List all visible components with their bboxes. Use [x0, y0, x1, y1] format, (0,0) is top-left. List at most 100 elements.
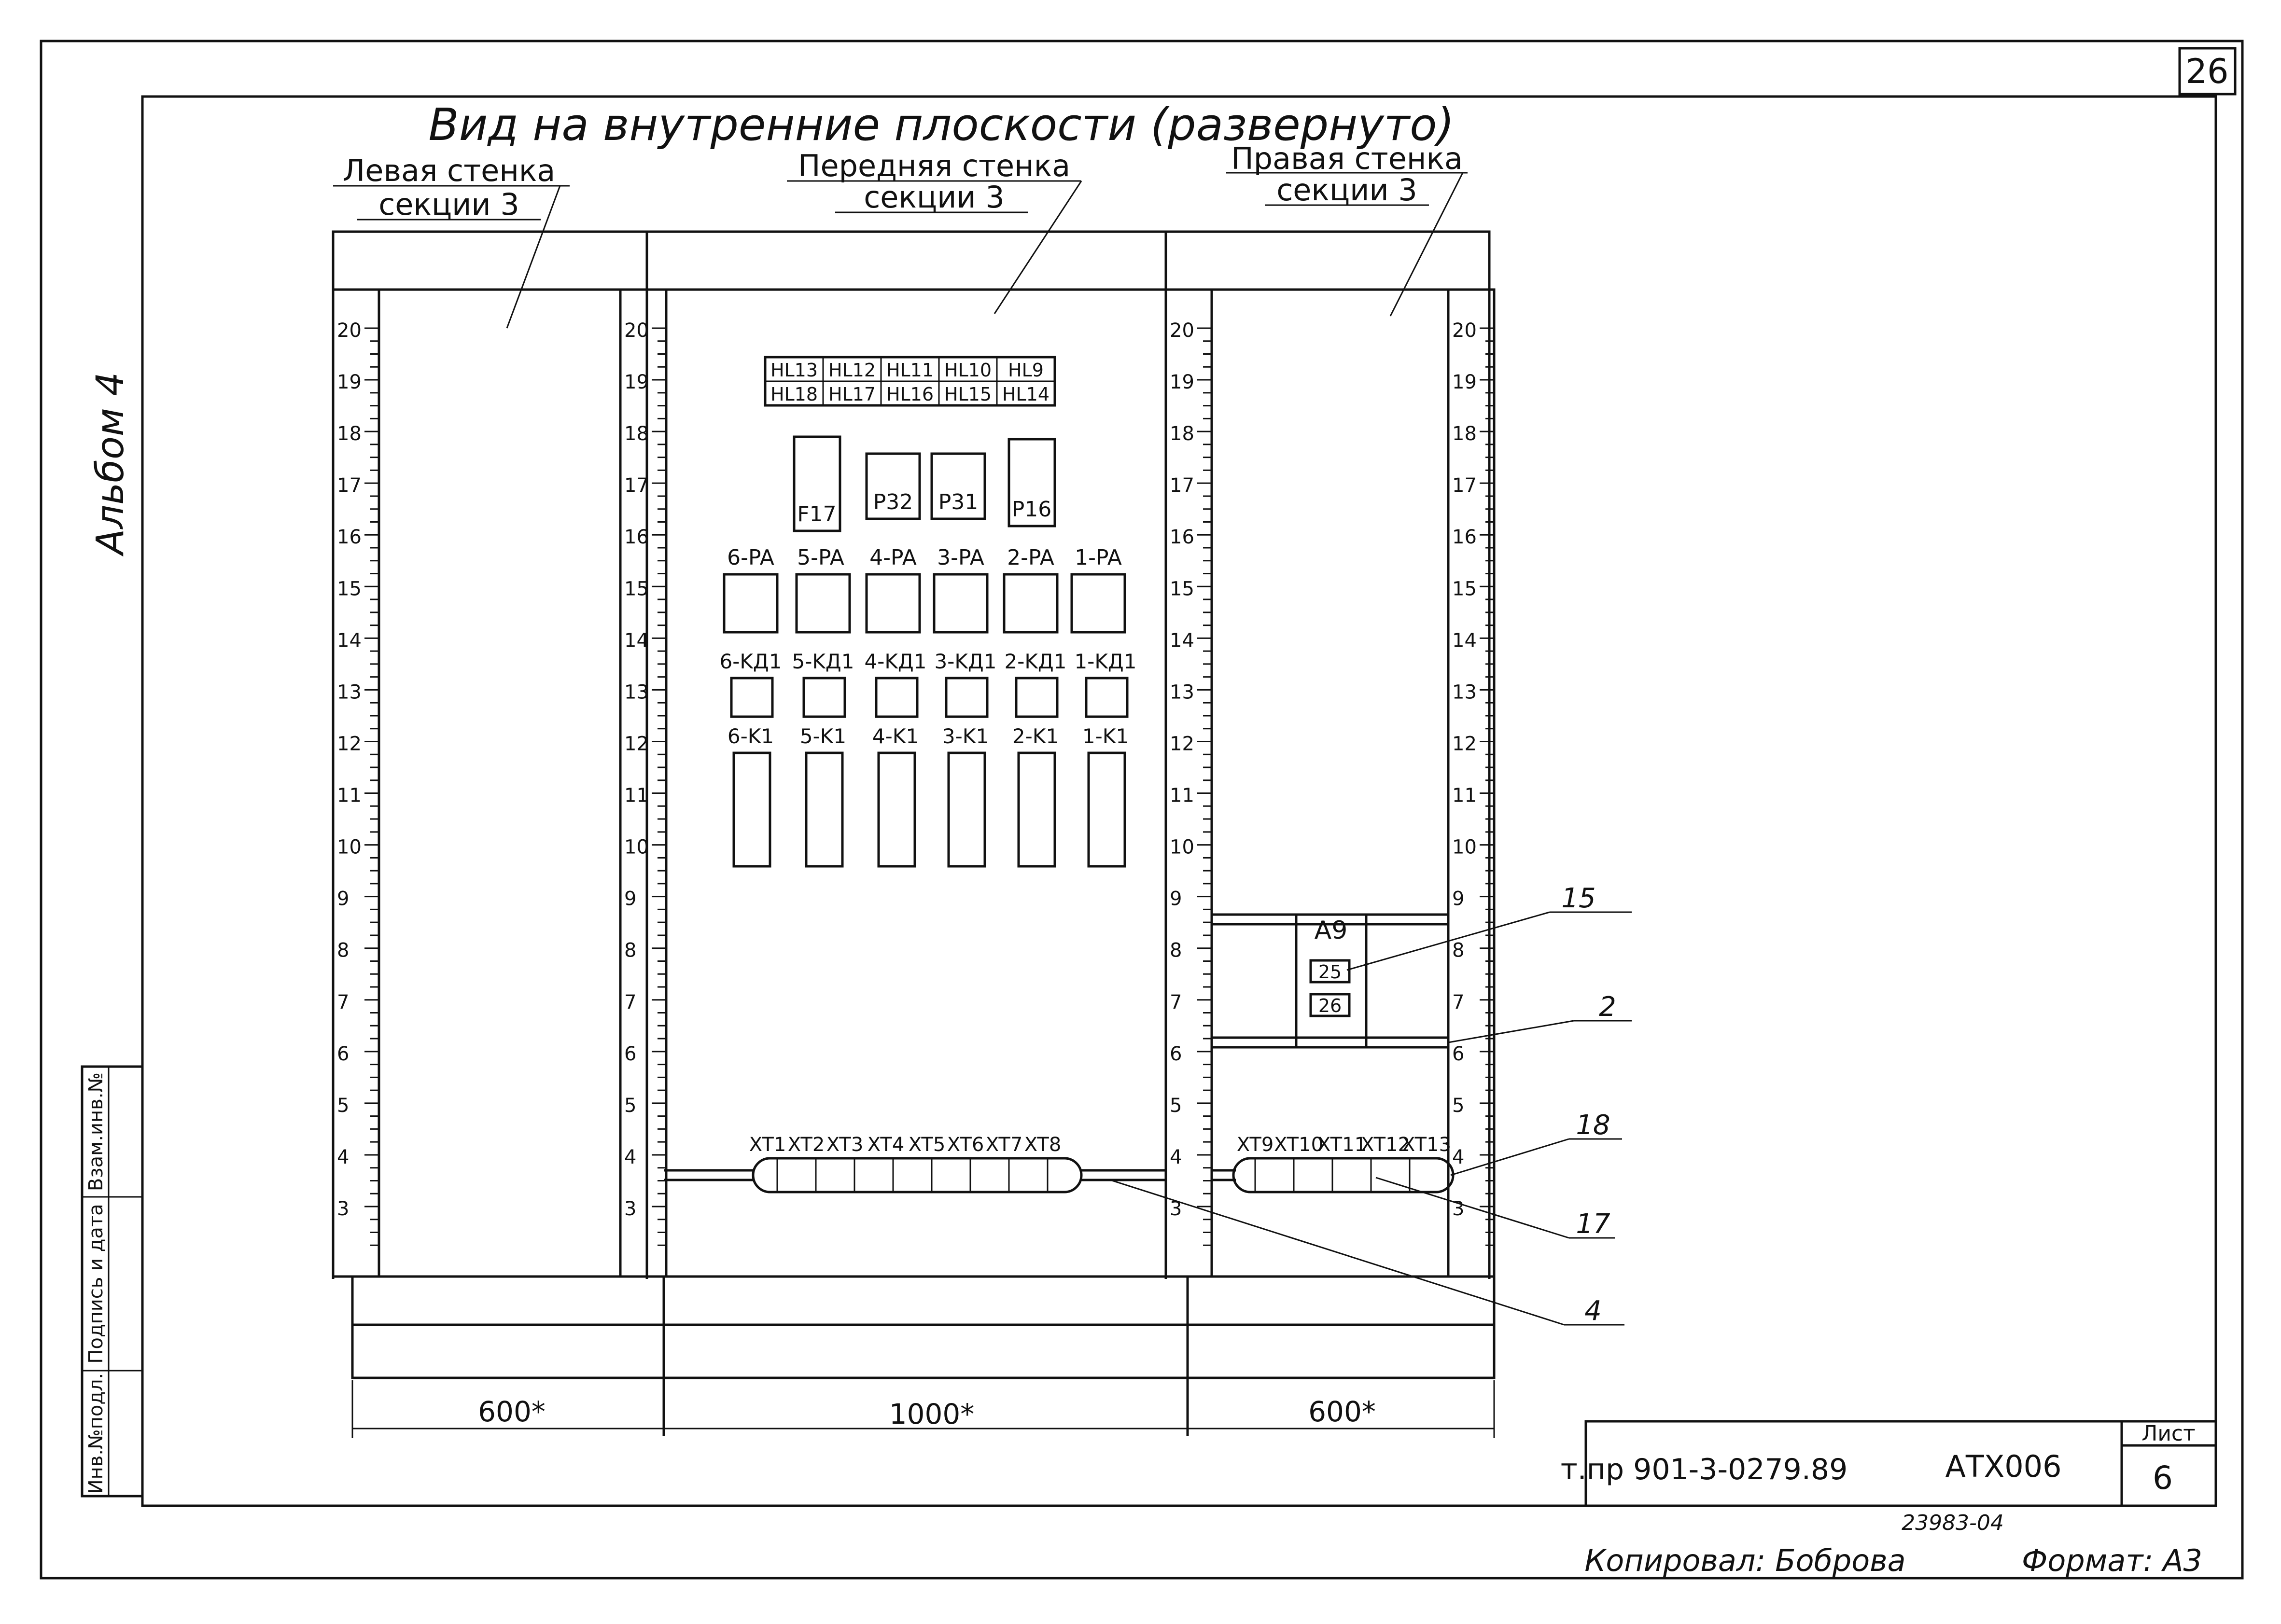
scale-number: 14 [1452, 629, 1477, 652]
scale-number: 19 [1452, 371, 1477, 393]
svg-text:4-K1: 4-K1 [872, 724, 919, 748]
scale-number: 5 [337, 1095, 349, 1117]
rail-right-wall-right [1447, 288, 1496, 1278]
scale-number: 19 [337, 371, 362, 393]
copied-by: Копировал: Боброва [1584, 1543, 1905, 1578]
svg-text:Инв.№подл.: Инв.№подл. [85, 1373, 107, 1494]
scale-number: 11 [337, 785, 362, 807]
k-row: 6-K1 5-K1 4-K1 3-K1 2-K1 1-K1 [728, 724, 1129, 868]
scale-number: 7 [1170, 991, 1182, 1013]
dimension-left: 600* [478, 1395, 546, 1428]
album-label: Альбом 4 [89, 372, 132, 557]
box-title: A9 [1315, 916, 1348, 945]
scale-number: 11 [1170, 785, 1194, 807]
scale-number: 10 [1452, 836, 1477, 859]
scale-number: 12 [1452, 733, 1477, 755]
scale-number: 18 [1452, 423, 1477, 445]
rail-right-wall-left [1164, 288, 1213, 1278]
paper-format: Формат: А3 [2022, 1543, 2202, 1578]
rail-left-wall-left [332, 288, 380, 1278]
scale-number: 13 [1170, 681, 1194, 703]
svg-text:5-PA: 5-PA [797, 545, 844, 570]
scale-number: 7 [1452, 991, 1464, 1013]
callout-18: 18 [1576, 1110, 1610, 1141]
scale-number: 4 [337, 1146, 349, 1168]
scale-number: 12 [337, 733, 362, 755]
wall-heading-right: Правая стенка секции 3 [1226, 141, 1468, 317]
scale-number: 20 [337, 319, 362, 342]
scale-number: 6 [337, 1043, 349, 1065]
svg-text:XT3: XT3 [826, 1134, 864, 1156]
callout-17: 17 [1576, 1208, 1610, 1240]
svg-text:2-PA: 2-PA [1007, 545, 1054, 570]
svg-text:6-PA: 6-PA [727, 545, 774, 570]
scale-number: 15 [1452, 578, 1477, 600]
sheet-number: 6 [2153, 1459, 2173, 1497]
callout-4: 4 [1584, 1295, 1602, 1327]
scale-number: 18 [1170, 423, 1194, 445]
device-p32 [865, 452, 921, 520]
svg-text:XT5: XT5 [909, 1134, 946, 1156]
outer-frame [40, 40, 2244, 1580]
svg-text:секции 3: секции 3 [378, 187, 519, 222]
scale-number: 10 [624, 836, 649, 859]
lamp-label: HL17 [828, 384, 876, 405]
svg-text:XT13: XT13 [1402, 1134, 1451, 1156]
wall-heading-left: Левая стенка секции 3 [333, 153, 570, 329]
terminal-strip-right: XT9 XT10 XT11 XT12 XT13 [1212, 1134, 1455, 1194]
svg-text:P32: P32 [873, 490, 913, 514]
scale-labels: 2019181716151413121110987654320191817161… [337, 319, 1494, 1246]
title-block: т.пр 901-3-0279.89 АТХ006 Лист 6 [1561, 1420, 2217, 1507]
svg-text:1-PA: 1-PA [1075, 545, 1122, 570]
scale-number: 5 [1170, 1095, 1182, 1117]
scale-number: 15 [624, 578, 649, 600]
scale-number: 7 [624, 991, 636, 1013]
scale-number: 18 [624, 423, 649, 445]
svg-text:Передняя стенка: Передняя стенка [798, 148, 1070, 183]
lamp-label: HL16 [886, 384, 934, 405]
scale-number: 9 [1452, 888, 1464, 910]
inner-frame [141, 95, 2217, 1507]
scale-number: 5 [1452, 1095, 1464, 1117]
scale-number: 9 [1170, 888, 1182, 910]
svg-text:секции 3: секции 3 [1276, 172, 1417, 208]
scale-number: 7 [337, 991, 349, 1013]
scale-number: 16 [1170, 526, 1194, 548]
lamp-label: HL13 [770, 360, 818, 381]
lamp-label: HL14 [1002, 384, 1050, 405]
scale-number: 16 [624, 526, 649, 548]
svg-text:4-KД1: 4-KД1 [865, 650, 927, 673]
page-number-box [2178, 47, 2237, 96]
svg-text:XT2: XT2 [788, 1134, 825, 1156]
svg-text:XT9: XT9 [1237, 1134, 1274, 1156]
scale-number: 3 [624, 1198, 636, 1220]
svg-text:Взам.инв.№: Взам.инв.№ [85, 1072, 107, 1191]
scale-number: 5 [624, 1095, 636, 1117]
kd-row: 6-KД1 5-KД1 4-KД1 3-KД1 2-KД1 1-KД1 [720, 650, 1136, 718]
scale-number: 18 [337, 423, 362, 445]
terminal-strip-front: XT1 XT2 XT3 XT4 XT5 XT6 XT7 XT8 [664, 1134, 1166, 1194]
top-devices: F17 P32 P31 P16 [793, 435, 1056, 532]
mounting-rails [332, 288, 1496, 1278]
scale-number: 19 [624, 371, 649, 393]
pa-row: 6-PA 5-PA 4-PA 3-PA 2-PA 1-PA [723, 545, 1126, 634]
svg-text:XT6: XT6 [947, 1134, 984, 1156]
lamp-label: HL9 [1008, 360, 1044, 381]
svg-text:XT4: XT4 [868, 1134, 905, 1156]
page-number: 26 [2185, 52, 2228, 91]
box-a9: A9 25 26 [1212, 913, 1448, 1049]
scale-number: 13 [337, 681, 362, 703]
svg-text:P31: P31 [938, 490, 979, 514]
scale-number: 9 [624, 888, 636, 910]
scale-number: 12 [1170, 733, 1194, 755]
scale-number: 19 [1170, 371, 1194, 393]
svg-text:2-KД1: 2-KД1 [1005, 650, 1067, 673]
callout-2: 2 [1599, 991, 1616, 1023]
svg-text:XT11: XT11 [1317, 1134, 1367, 1156]
lamp-label: HL18 [770, 384, 818, 405]
scale-number: 20 [624, 319, 649, 342]
svg-text:5-KД1: 5-KД1 [792, 650, 854, 673]
scale-number: 17 [1452, 474, 1477, 497]
lamp-grid: HL13 HL12 HL11 HL10 HL9 HL18 HL17 HL16 H… [764, 356, 1056, 407]
